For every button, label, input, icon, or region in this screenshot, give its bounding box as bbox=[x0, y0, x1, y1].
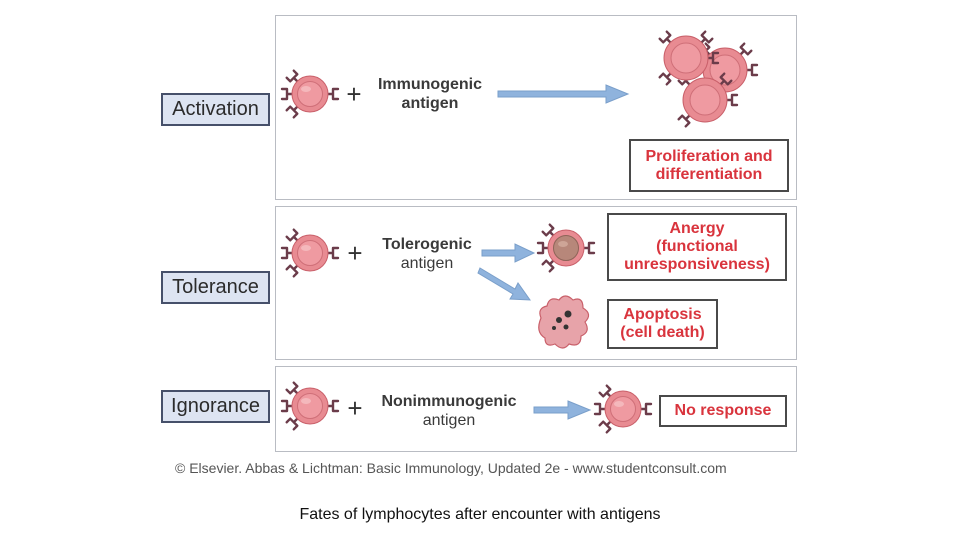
nonimmunogenic-antigen-line2: antigen bbox=[422, 412, 476, 429]
apoptotic-cell bbox=[538, 295, 590, 349]
immunogenic-antigen-line1: Immunogenic bbox=[377, 76, 482, 93]
anergy-outcome-box: Anergy (functional unresponsiveness) bbox=[607, 213, 787, 281]
tolerogenic-antigen-line1: Tolerogenic bbox=[382, 236, 472, 253]
tolerogenic-antigen-label: Tolerogenic antigen bbox=[370, 235, 484, 273]
figure-caption: Fates of lymphocytes after encounter wit… bbox=[299, 506, 661, 523]
plus-sign-activation: + bbox=[346, 79, 361, 109]
proliferation-outcome-box: Proliferation and differentiation bbox=[629, 139, 789, 192]
anergy-arrow bbox=[481, 243, 536, 263]
tolerogenic-antigen-line2: antigen bbox=[400, 255, 454, 272]
anergy-line2: (functional bbox=[656, 238, 738, 255]
anergy-line3: unresponsiveness) bbox=[624, 256, 770, 273]
proliferation-line1: Proliferation and bbox=[645, 147, 773, 165]
nonimmunogenic-antigen-label: Nonimmunogenic antigen bbox=[368, 392, 530, 430]
ignorance-label: Ignorance bbox=[161, 390, 270, 423]
proliferating-lymphocytes bbox=[660, 32, 757, 127]
unresponsive-lymphocyte bbox=[595, 386, 651, 433]
nonimmunogenic-antigen-line1: Nonimmunogenic bbox=[381, 393, 517, 410]
no-response-outcome-box: No response bbox=[659, 395, 787, 427]
activation-label: Activation bbox=[161, 93, 270, 126]
anergic-lymphocyte bbox=[536, 223, 596, 273]
no-response-text: No response bbox=[674, 402, 772, 419]
naive-lymphocyte-activation bbox=[282, 71, 338, 118]
naive-lymphocyte-tolerance bbox=[282, 230, 338, 277]
ignorance-arrow bbox=[533, 400, 592, 420]
copyright-notice: © Elsevier. Abbas & Lichtman: Basic Immu… bbox=[175, 460, 727, 476]
tolerance-label: Tolerance bbox=[161, 271, 270, 304]
proliferation-line2: differentiation bbox=[655, 165, 763, 183]
apoptosis-line1: Apoptosis bbox=[623, 306, 702, 323]
apoptosis-arrow bbox=[477, 267, 532, 301]
immunogenic-antigen-label: Immunogenic antigen bbox=[368, 75, 492, 113]
anergy-line1: Anergy bbox=[669, 220, 725, 237]
immunogenic-antigen-line2: antigen bbox=[401, 95, 459, 112]
plus-sign-ignorance: + bbox=[347, 393, 362, 423]
activation-arrow bbox=[497, 84, 630, 104]
apoptosis-outcome-box: Apoptosis (cell death) bbox=[607, 299, 718, 349]
naive-lymphocyte-ignorance bbox=[282, 383, 338, 430]
plus-sign-tolerance: + bbox=[347, 238, 362, 268]
apoptosis-line2: (cell death) bbox=[620, 324, 705, 341]
